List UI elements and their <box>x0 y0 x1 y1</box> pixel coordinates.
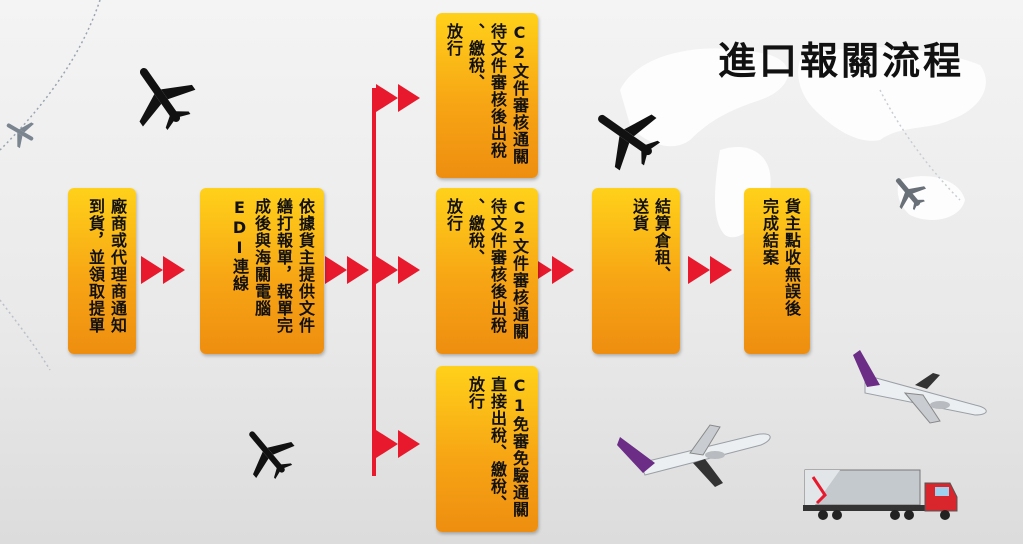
small-airplane-icon <box>6 122 34 149</box>
step-goods-arrival-notice: 廠商或代理商通知到貨，並領取提單 <box>68 188 136 354</box>
connector-spine <box>372 88 376 476</box>
step-storage-and-delivery: 結算倉租、送貨 <box>592 188 680 354</box>
container-truck-icon <box>803 469 958 520</box>
step-c2-document-review-top: C2文件審核通關待文件審核後出稅、繳稅、放行 <box>436 13 538 178</box>
airplane-icon <box>598 114 661 171</box>
flow-arrow <box>376 256 420 284</box>
flow-arrow <box>688 256 732 284</box>
flow-arrow <box>376 430 420 458</box>
step-c1-exempt-clearance: C1免審免驗通關直接出稅、繳稅、放行 <box>436 366 538 532</box>
flow-arrow <box>325 256 369 284</box>
airplane-icon <box>139 68 196 131</box>
step-case-closed: 貨主點收無誤後完成結案 <box>744 188 810 354</box>
small-airplane-icon <box>895 178 927 211</box>
page-title: 進口報關流程 <box>718 39 965 83</box>
flow-arrow <box>530 256 574 284</box>
airplane-icon <box>249 431 295 479</box>
world-map-background <box>620 47 986 238</box>
flow-arrow <box>376 84 420 112</box>
step-c2-document-review: C2文件審核通關待文件審核後出稅、繳稅、放行 <box>436 188 538 354</box>
jetliner-icon <box>617 424 771 487</box>
flow-arrow <box>141 256 185 284</box>
jetliner-icon <box>853 350 987 424</box>
